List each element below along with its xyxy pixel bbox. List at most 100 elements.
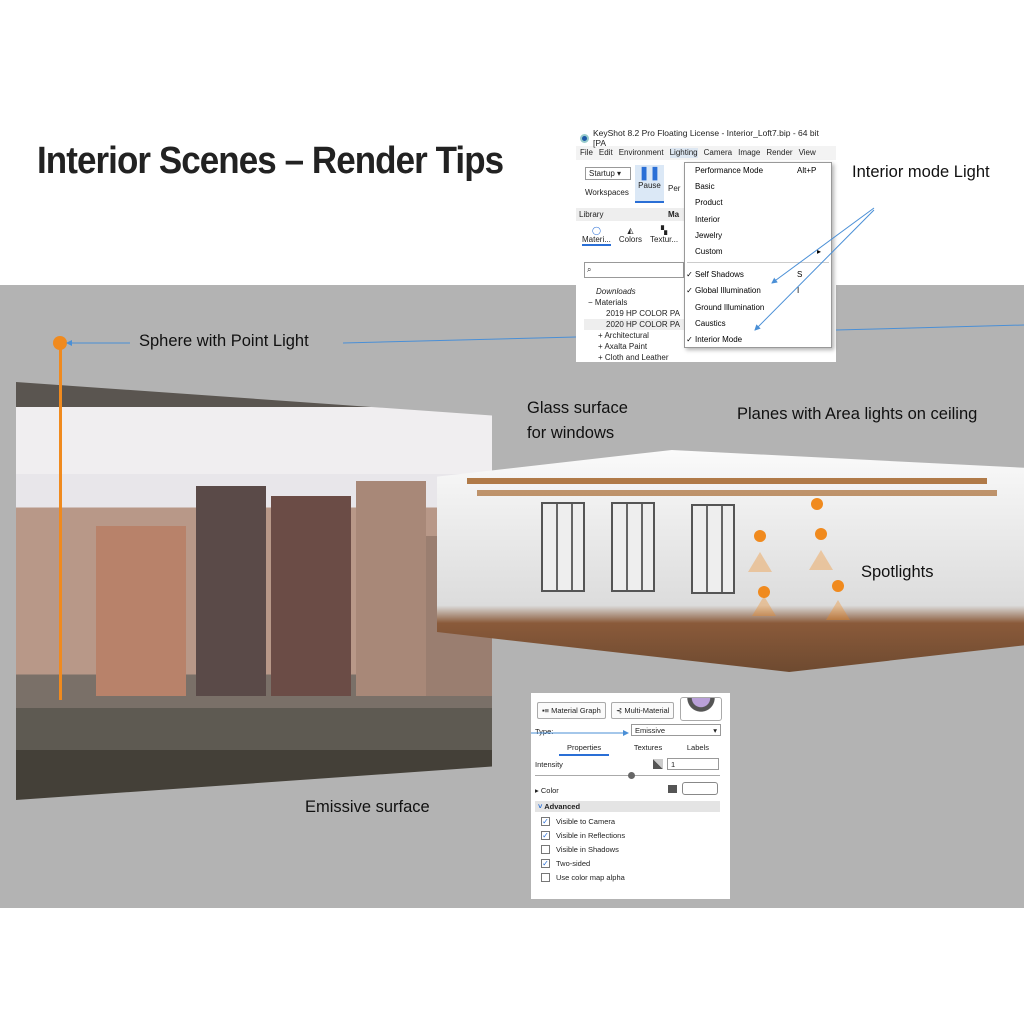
library-label: Library [579, 210, 604, 219]
spotlight-cone [809, 550, 833, 570]
menu-item-label: Ground Illumination [695, 302, 765, 312]
annotation-emissive-surface: Emissive surface [305, 798, 430, 816]
annotation-interior-mode-light: Interior mode Light [852, 163, 990, 181]
amsterdam-street-photo [16, 382, 492, 800]
library-tabs: ◯Materi... ◭Colors ▚Textur... [582, 226, 678, 246]
spotlight-sphere [754, 530, 766, 542]
window-title: KeyShot 8.2 Pro Floating License - Inter… [592, 130, 819, 148]
option-checkbox-row[interactable]: Use color map alpha [531, 870, 625, 884]
tab-materials[interactable]: ◯Materi... [582, 226, 611, 246]
lighting-menu-item[interactable]: Product [685, 195, 831, 211]
library-search-input[interactable]: ⌕ [584, 262, 684, 278]
lighting-menu-item[interactable]: Interior [685, 212, 831, 228]
checkbox[interactable]: ✓ [541, 816, 550, 826]
lighting-menu-item[interactable]: Ground Illumination [685, 300, 831, 316]
interior-loft-render [437, 450, 1024, 672]
spotlight-cone [752, 596, 776, 616]
texture-map-icon[interactable] [653, 759, 663, 769]
option-checkbox-row[interactable]: ✓ Visible in Reflections [531, 828, 625, 842]
spotlight-cone [748, 552, 772, 572]
color-swatch[interactable] [682, 782, 718, 795]
tree-item[interactable]: 2019 HP COLOR PA [606, 309, 680, 318]
slider-handle[interactable] [628, 772, 636, 779]
intensity-input[interactable]: 1 [667, 758, 719, 770]
menu-item-shortcut: Alt+P [797, 166, 817, 175]
point-light-sphere [53, 336, 67, 350]
option-checkbox-row[interactable]: Visible in Shadows [531, 842, 625, 856]
option-checkbox-row[interactable]: ✓ Visible to Camera [531, 814, 625, 828]
checkbox[interactable]: ✓ [541, 830, 550, 840]
material-preview-thumbnail[interactable] [680, 697, 722, 721]
tab-textures[interactable]: ▚Textur... [650, 226, 678, 246]
menu-file[interactable]: File [580, 148, 593, 157]
menu-camera[interactable]: Camera [703, 148, 733, 157]
option-label: Use color map alpha [556, 872, 625, 882]
advanced-options: ✓ Visible to Camera ✓ Visible in Reflection… [531, 814, 625, 884]
tab-label: Textur... [650, 235, 679, 244]
lighting-menu-item[interactable]: Caustics [685, 316, 831, 332]
menu-render[interactable]: Render [766, 148, 793, 157]
textures-icon: ▚ [660, 226, 668, 235]
option-label: Visible in Reflections [556, 830, 626, 840]
color-row[interactable]: ▸ Color [535, 786, 559, 795]
menu-image[interactable]: Image [738, 148, 761, 157]
menu-view[interactable]: View [798, 148, 816, 157]
checkbox[interactable] [541, 872, 550, 882]
advanced-label: Advanced [544, 802, 581, 811]
lighting-menu-item[interactable]: Basic [685, 179, 831, 195]
menu-lighting[interactable]: Lighting [669, 148, 698, 158]
multi-material-button[interactable]: ⊰ Multi-Material [611, 702, 675, 719]
checkbox[interactable] [541, 844, 550, 854]
workspace-select[interactable]: Startup ▾ [585, 167, 631, 180]
lighting-menu-item[interactable]: ✓Interior Mode [685, 332, 831, 348]
menu-item-label: Caustics [695, 318, 726, 328]
annotation-spotlights: Spotlights [861, 563, 934, 581]
tree-item[interactable]: − Materials [588, 298, 628, 307]
checkbox[interactable]: ✓ [541, 858, 550, 868]
menu-environment[interactable]: Environment [618, 148, 664, 157]
tab-label: Colors [618, 235, 643, 244]
tab-labels[interactable]: Labels [686, 743, 709, 752]
spotlight-cone [826, 600, 850, 620]
annotation-sphere-point-light: Sphere with Point Light [139, 332, 309, 350]
tab-colors[interactable]: ◭Colors [619, 226, 642, 246]
material-graph-button[interactable]: ▪≡ Material Graph [537, 702, 606, 719]
lighting-menu-item[interactable]: Jewelry [685, 228, 831, 244]
lighting-menu-item[interactable]: Custom▸ [685, 244, 831, 260]
pause-button[interactable]: ❚❚ Pause [635, 165, 664, 203]
colors-icon: ◭ [627, 226, 634, 235]
tree-item[interactable]: Downloads [596, 287, 636, 296]
tab-textures[interactable]: Textures [633, 743, 663, 752]
type-label: Type: [535, 727, 554, 736]
intensity-slider[interactable] [535, 772, 720, 779]
intensity-label: Intensity [535, 760, 563, 769]
workspace-value: Startup [589, 169, 615, 178]
material-properties-panel: ▪≡ Material Graph ⊰ Multi-Material Type:… [531, 693, 730, 899]
graph-icon: ▪≡ [542, 706, 550, 715]
option-label: Visible to Camera [556, 816, 616, 826]
search-icon: ⌕ [587, 265, 592, 274]
advanced-section-header[interactable]: ˅ Advanced [535, 801, 720, 812]
tree-item[interactable]: + Architectural [598, 331, 649, 340]
menu-item-label: Self Shadows [695, 270, 744, 280]
tree-label: Architectural [604, 331, 649, 340]
menu-edit[interactable]: Edit [598, 148, 613, 157]
slide-title: Interior Scenes – Render Tips [37, 140, 504, 182]
point-light-pole [59, 343, 62, 700]
tree-item[interactable]: + Cloth and Leather [598, 353, 669, 362]
annotation-line: for windows [527, 424, 615, 442]
per-label: Per [668, 184, 681, 193]
tree-item[interactable]: + Axalta Paint [598, 342, 648, 351]
option-checkbox-row[interactable]: ✓Two-sided [531, 856, 625, 870]
checkmark-icon: ✓ [686, 270, 693, 280]
type-value: Emissive [635, 726, 666, 735]
type-select[interactable]: Emissive▾ [631, 724, 721, 736]
materials-icon: ◯ [591, 226, 601, 235]
image-icon[interactable] [668, 785, 677, 793]
tab-properties[interactable]: Properties [559, 743, 610, 756]
branch-icon: ⊰ [616, 706, 623, 715]
